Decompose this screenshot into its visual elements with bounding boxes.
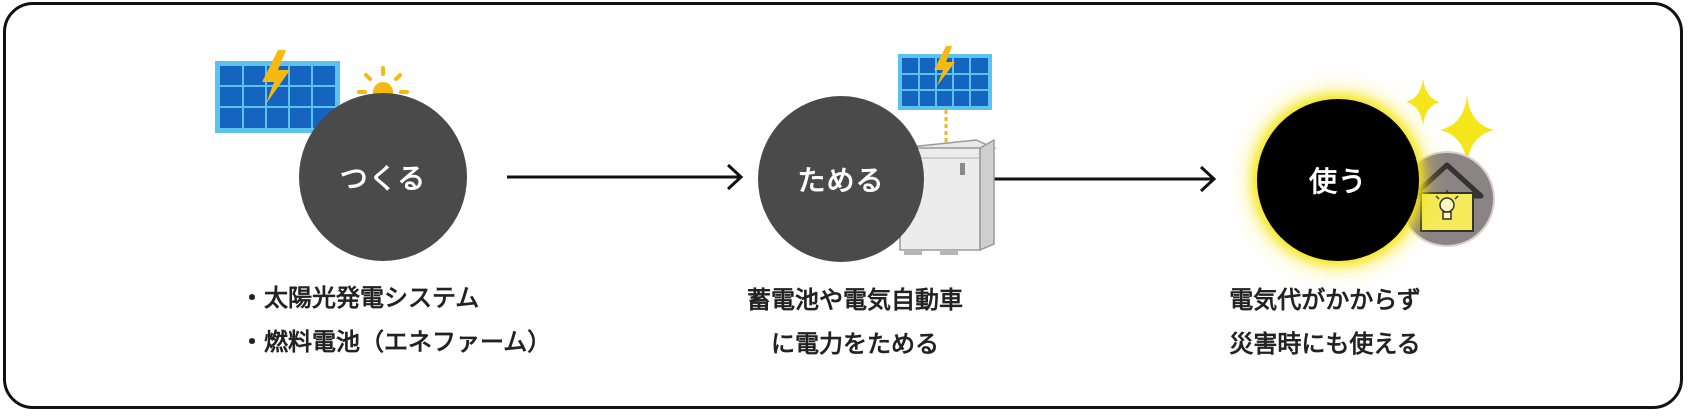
use-description-line: 電気代がかからず <box>1229 286 1421 314</box>
solar-panel-icon <box>898 46 992 142</box>
lightning-icon <box>934 46 955 86</box>
store-description-line: 蓄電池や電気自動車 <box>747 286 963 314</box>
step-make-label: つくる <box>339 162 427 195</box>
store-description-line: に電力をためる <box>771 330 939 358</box>
step-use-label: 使う <box>1308 165 1367 198</box>
store-description: 蓄電池や電気自動車 に電力をためる <box>700 278 1010 366</box>
step-use-circle: 使う <box>1257 99 1419 261</box>
step-store-circle: ためる <box>758 96 924 262</box>
make-item: 太陽光発電システム <box>240 276 551 320</box>
make-item-list: 太陽光発電システム 燃料電池（エネファーム） <box>240 276 551 364</box>
lightning-icon <box>262 50 290 104</box>
make-item: 燃料電池（エネファーム） <box>240 320 551 364</box>
step-store-label: ためる <box>797 164 885 197</box>
arrow-make-to-store <box>507 163 744 191</box>
step-make-circle: つくる <box>299 93 467 261</box>
arrow-store-to-use <box>994 165 1217 193</box>
house-with-lightbulb-icon <box>1399 151 1495 247</box>
use-description-line: 災害時にも使える <box>1229 330 1421 358</box>
use-description: 電気代がかからず 災害時にも使える <box>1190 278 1460 366</box>
sparkle-icon <box>1406 78 1494 166</box>
